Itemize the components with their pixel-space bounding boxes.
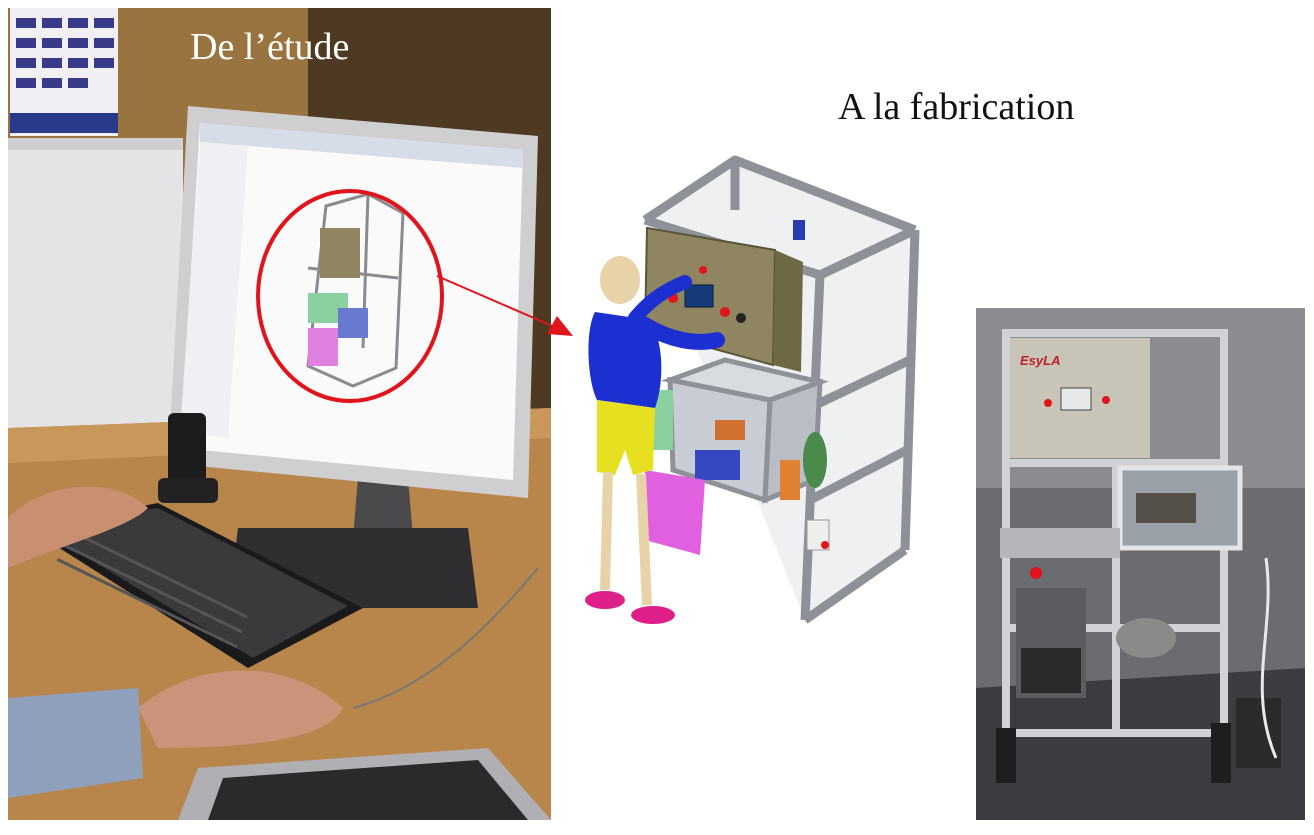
operator-figure — [585, 256, 725, 624]
photo-engineer-workstation: De l’étude — [8, 8, 551, 820]
cad-render-machine-with-operator — [575, 150, 930, 650]
caption-manufacturing: A la fabrication — [838, 86, 1075, 128]
caption-study: De l’étude — [190, 26, 350, 68]
esyla-logo: EsyLA — [1020, 353, 1061, 368]
red-arrow-icon — [435, 270, 580, 350]
photo-built-machine: EsyLA — [976, 308, 1305, 820]
